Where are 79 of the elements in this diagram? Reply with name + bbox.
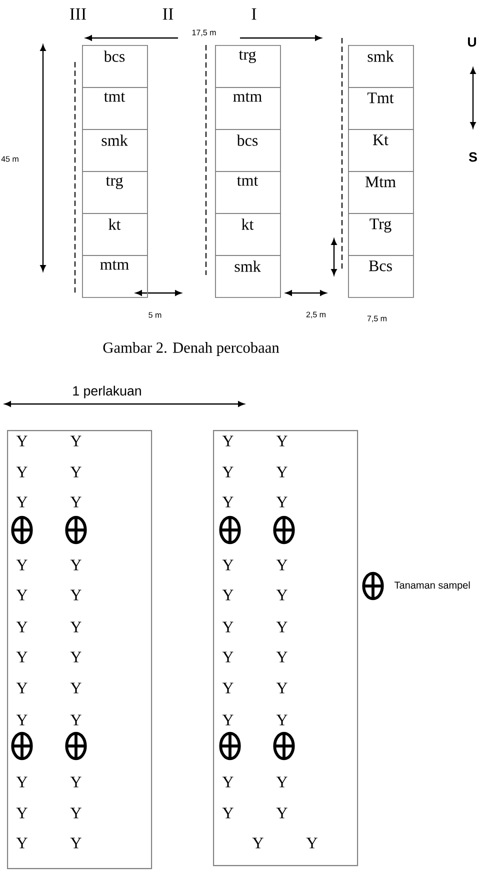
- label: 5 m: [148, 312, 162, 318]
- plant-letter: Y: [222, 496, 234, 508]
- legend-label: Tanaman sampel: [394, 581, 470, 591]
- plant-letter: Y: [276, 590, 288, 600]
- plant-letter: Y: [16, 436, 28, 446]
- plant-letter: Y: [276, 560, 288, 570]
- label: 17,5 m: [191, 29, 217, 37]
- plant-letter: Y: [70, 496, 82, 508]
- caption: Gambar 2. Denah percobaan: [103, 342, 280, 356]
- plant-letter: Y: [16, 838, 28, 848]
- plant-letter: Y: [222, 622, 234, 632]
- plant-letter: Y: [276, 808, 288, 818]
- plant-letter: Y: [222, 652, 234, 662]
- plant-letter: Y: [70, 652, 82, 662]
- plant-letter: Y: [222, 436, 234, 446]
- plant-letter: Y: [276, 466, 288, 478]
- label: 7,5 m: [366, 315, 388, 323]
- plant-letter: Y: [222, 714, 234, 726]
- plant-letter: Y: [16, 496, 28, 508]
- treatment-cell: Trg: [348, 213, 414, 256]
- plant-letter: Y: [276, 682, 288, 694]
- treatment-cell: bcs: [82, 45, 148, 88]
- plant-letter: Y: [16, 560, 28, 570]
- label: S: [468, 152, 478, 162]
- label: I: [250, 8, 258, 20]
- plant-letter: Y: [70, 838, 82, 848]
- plant-letter: Y: [276, 776, 288, 788]
- treatment-cell: Mtm: [348, 171, 414, 214]
- treatment-cell: smk: [348, 45, 414, 88]
- label: 2,5 m: [305, 311, 327, 319]
- plant-letter: Y: [16, 776, 28, 788]
- plant-letter: Y: [70, 714, 82, 726]
- plant-letter: Y: [252, 838, 264, 848]
- plant-letter: Y: [276, 652, 288, 662]
- plant-letter: Y: [70, 466, 82, 478]
- treatment-cell: trg: [82, 171, 148, 214]
- plant-letter: Y: [70, 776, 82, 788]
- plant-letter: Y: [222, 466, 234, 478]
- treatment-cell: Tmt: [348, 87, 414, 130]
- label: U: [466, 36, 478, 48]
- plant-letter: Y: [276, 714, 288, 726]
- treatment-cell: Bcs: [348, 255, 414, 298]
- treatment-cell: tmt: [215, 171, 281, 214]
- plant-letter: Y: [222, 682, 234, 694]
- plant-letter: Y: [276, 496, 288, 508]
- treatment-cell: smk: [82, 129, 148, 172]
- plant-letter: Y: [70, 436, 82, 446]
- plant-letter: Y: [16, 622, 28, 632]
- plant-letter: Y: [70, 590, 82, 600]
- plant-letter: Y: [222, 776, 234, 788]
- treatment-cell: kt: [215, 213, 281, 256]
- treatment-cell: mtm: [215, 87, 281, 130]
- plant-letter: Y: [16, 590, 28, 600]
- treatment-cell: mtm: [82, 255, 148, 298]
- treatment-cell: trg: [215, 45, 281, 88]
- label: 45 m: [0, 156, 20, 162]
- label: III: [68, 8, 88, 20]
- plant-letter: Y: [70, 622, 82, 632]
- plant-letter: Y: [70, 682, 82, 694]
- label: II: [162, 8, 174, 20]
- plant-letter: Y: [276, 622, 288, 632]
- plant-letter: Y: [16, 466, 28, 478]
- plant-letter: Y: [222, 560, 234, 570]
- plant-letter: Y: [222, 808, 234, 818]
- plant-letter: Y: [306, 838, 318, 848]
- treatment-cell: smk: [215, 255, 281, 298]
- plant-letter: Y: [70, 808, 82, 818]
- plant-letter: Y: [16, 714, 28, 726]
- label: 1 perlakuan: [72, 385, 142, 399]
- plant-letter: Y: [276, 436, 288, 446]
- plant-letter: Y: [222, 590, 234, 600]
- treatment-cell: Kt: [348, 129, 414, 172]
- plant-letter: Y: [16, 808, 28, 818]
- treatment-cell: tmt: [82, 87, 148, 130]
- plant-letter: Y: [70, 560, 82, 570]
- treatment-cell: bcs: [215, 129, 281, 172]
- treatment-cell: kt: [82, 213, 148, 256]
- plant-letter: Y: [16, 652, 28, 662]
- plant-letter: Y: [16, 682, 28, 694]
